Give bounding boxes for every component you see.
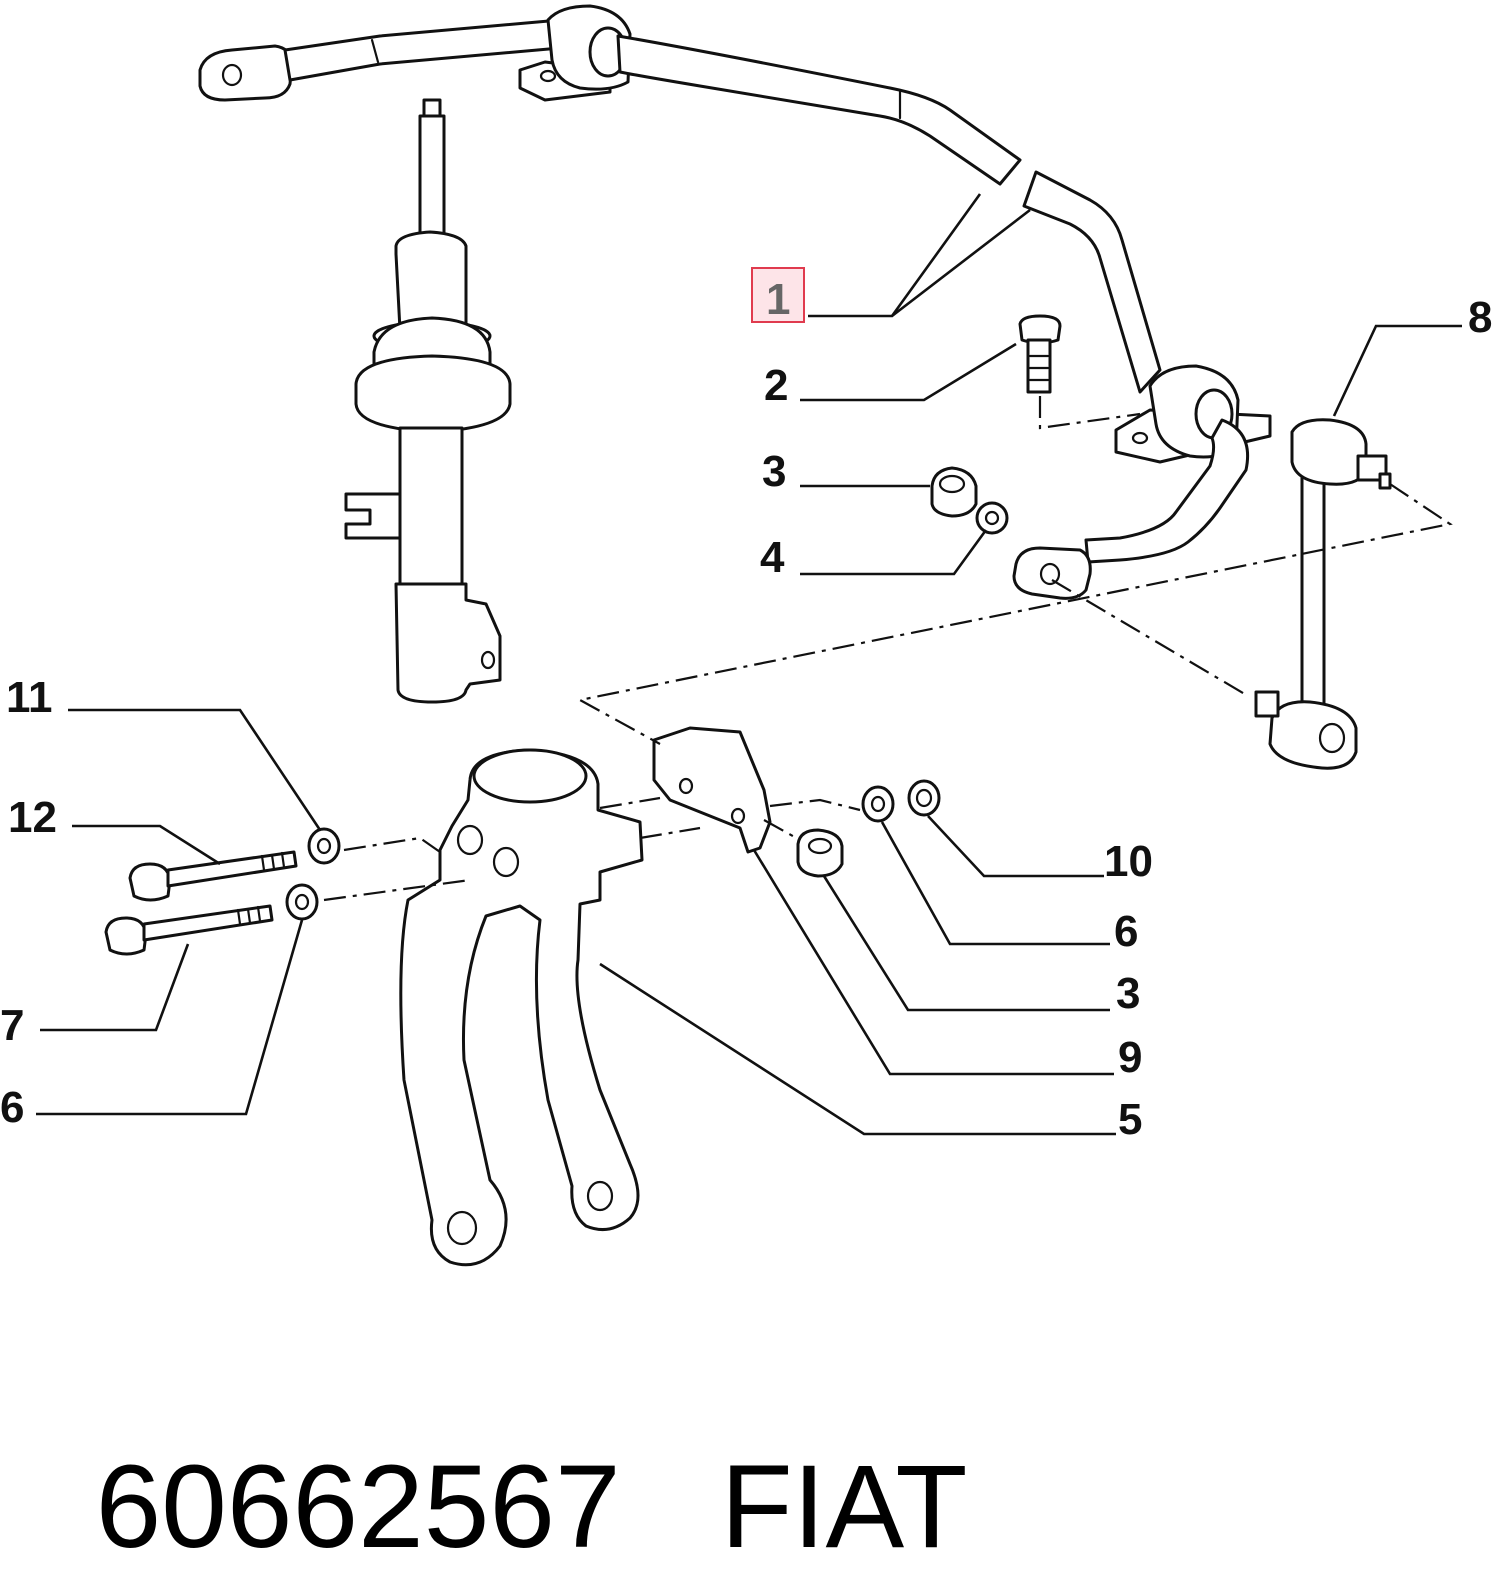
callout-1: 1: [766, 275, 790, 324]
callout-11: 11: [6, 673, 53, 722]
nut-part-3-lower: [796, 828, 844, 878]
callout-6-right: 6: [1114, 907, 1138, 956]
callout-1-highlight: [751, 267, 805, 323]
callout-10: 10: [1104, 837, 1153, 886]
strut-assembly: [344, 98, 512, 704]
bracket-part-9: [652, 726, 772, 854]
callout-9: 9: [1118, 1033, 1142, 1082]
nut-part-10: [907, 779, 941, 817]
control-arm-part-5: [399, 748, 644, 1267]
washer-part-11: [307, 827, 341, 865]
callout-3-lower: 3: [1116, 969, 1140, 1018]
callout-8: 8: [1468, 293, 1492, 342]
bolt-part-7: [104, 904, 274, 956]
washer-part-6-left: [285, 883, 319, 921]
nut-part-3-upper: [930, 466, 978, 518]
bolt-part-2: [1018, 314, 1062, 394]
callout-6-left: 6: [0, 1083, 24, 1132]
washer-part-4: [975, 501, 1009, 535]
part-caption: 60662567 FIAT: [30, 1330, 968, 1573]
assembly-lines: [323, 396, 1453, 902]
leader-lines: [36, 193, 1462, 1136]
bolt-part-12: [128, 850, 298, 902]
callout-4: 4: [760, 533, 785, 582]
part-number: 60662567: [95, 1441, 621, 1573]
callout-5: 5: [1118, 1095, 1142, 1144]
stabilizer-bar: [198, 4, 1272, 600]
brand-name: FIAT: [720, 1441, 968, 1573]
callout-3-upper: 3: [762, 447, 786, 496]
exploded-parts-diagram: 1 2 3 4 8 11 12 7 6 10 6 3 9 5: [0, 4, 1492, 1267]
stabilizer-link: [1254, 418, 1392, 770]
washer-part-6-right: [861, 785, 895, 823]
callout-7: 7: [0, 1001, 24, 1050]
callout-12: 12: [8, 793, 57, 842]
callout-2: 2: [764, 361, 788, 410]
